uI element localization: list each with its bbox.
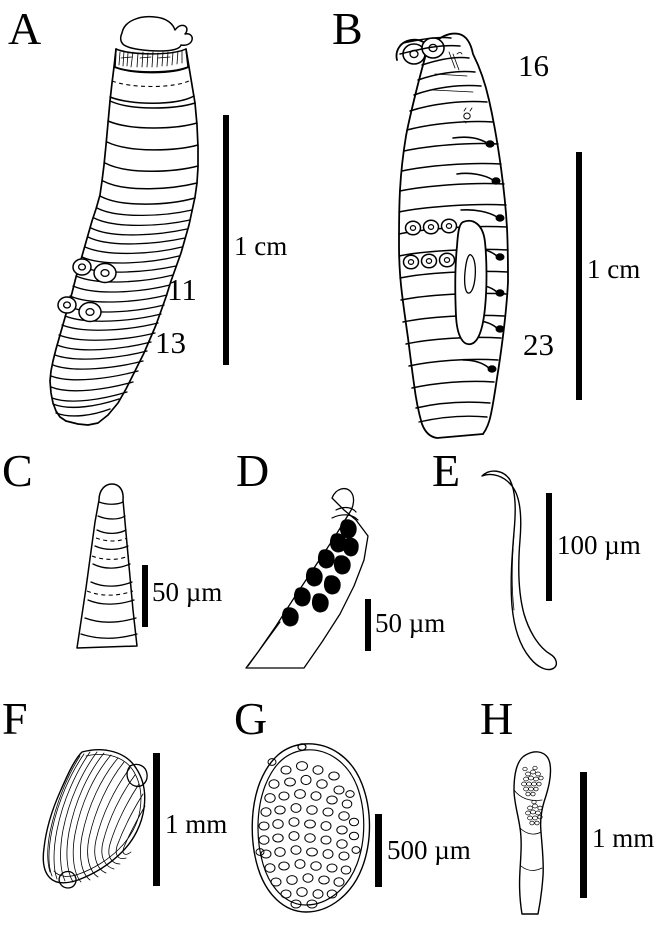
panel-c-letter: C: [2, 445, 33, 496]
panel-b-segment-label-16: 16: [518, 48, 549, 83]
panel-h-scale-bar: [580, 772, 587, 898]
panel-f-scale-label: 1 mm: [165, 809, 228, 839]
panel-f-drawing: [42, 749, 148, 889]
panel-g-drawing: [251, 743, 371, 913]
panel-g-letter: G: [234, 693, 268, 744]
panel-e-letter: E: [432, 445, 461, 496]
panel-d-scale-bar: [365, 599, 371, 651]
panel-d-letter: D: [236, 445, 270, 496]
panel-d-scale-label: 50 µm: [375, 608, 446, 638]
panel-d-drawing: [245, 487, 369, 669]
panel-c-drawing: [76, 483, 138, 649]
panel-b-drawing: [395, 32, 509, 439]
panel-g-scale-label: 500 µm: [387, 835, 471, 865]
panel-e-scale-bar: [546, 493, 552, 601]
panel-a: A: [0, 0, 330, 440]
panel-b-letter: B: [332, 3, 363, 54]
panel-b: B: [330, 0, 660, 440]
panel-f-scale-bar: [153, 753, 160, 886]
panel-a-letter: A: [8, 3, 42, 54]
panel-h-letter: H: [480, 693, 514, 744]
panel-a-segment-label-13: 13: [155, 325, 186, 360]
panel-h-drawing: [513, 751, 552, 915]
panel-e: E 100 µm: [428, 440, 660, 695]
panel-c-scale-bar: [142, 565, 148, 627]
panel-a-segment-label-11: 11: [167, 272, 197, 307]
panel-e-scale-label: 100 µm: [557, 530, 641, 560]
panel-e-drawing: [481, 470, 558, 671]
panel-h: H: [470, 692, 660, 945]
panel-g: G: [232, 692, 471, 945]
panel-c-scale-label: 50 µm: [152, 577, 223, 607]
panel-b-scale-bar: [576, 152, 582, 400]
panel-a-scale-bar: [223, 115, 229, 365]
panel-h-scale-label: 1 mm: [592, 823, 655, 853]
panel-b-scale-label: 1 cm: [587, 254, 641, 284]
panel-d: D 50 µm: [228, 440, 446, 695]
panel-g-scale-bar: [375, 814, 382, 887]
panel-f-letter: F: [2, 693, 28, 744]
panel-f: F: [0, 692, 232, 945]
panel-c: C 50 µm: [0, 440, 230, 690]
panel-a-scale-label: 1 cm: [234, 231, 288, 261]
panel-a-drawing: [49, 15, 199, 426]
panel-b-segment-label-23: 23: [523, 327, 554, 362]
